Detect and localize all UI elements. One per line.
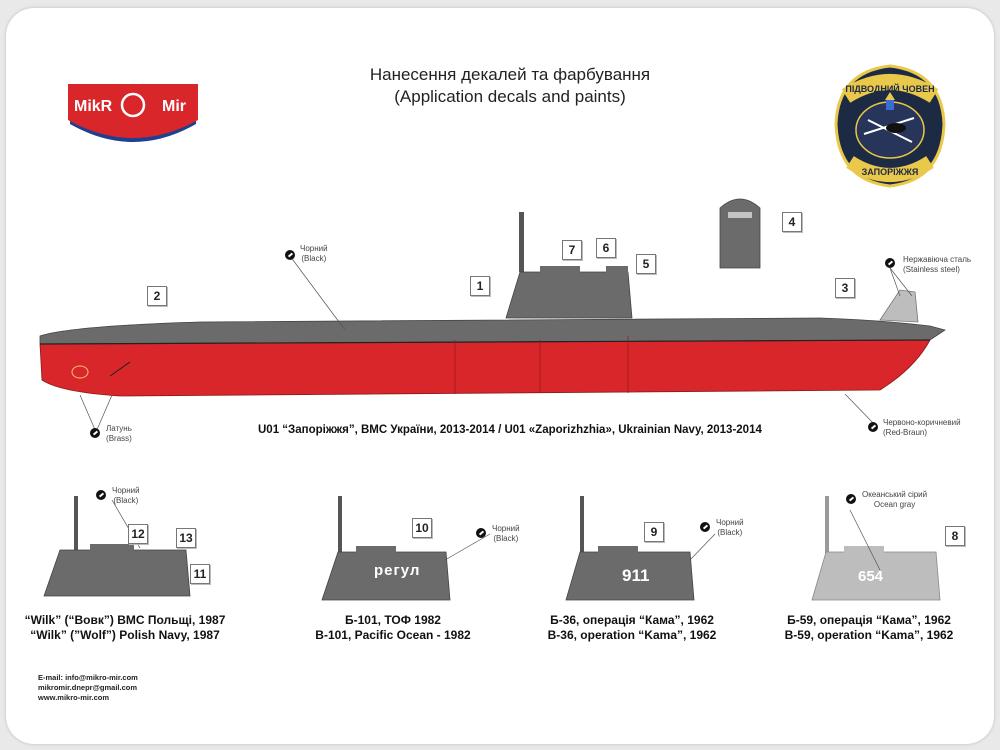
callout-11: 11 <box>190 564 210 584</box>
callout-1: 1 <box>470 276 490 296</box>
variant-caption-wilk: “Wilk” (“Вовк”) ВМС Польщі, 1987“Wilk” (… <box>24 613 226 642</box>
callout-6: 6 <box>596 238 616 258</box>
hull-text-regul: регул <box>374 562 421 579</box>
title-line-en: (Application decals and paints) <box>394 87 626 106</box>
contact-info: E-mail: info@mikro-mir.com mikromir.dnep… <box>38 673 138 703</box>
submarine-patch-emblem: ПІДВОДНИЙ ЧОВЕН ЗАПОРІЖЖЯ <box>830 62 950 190</box>
title-line-ua: Нанесення декалей та фарбування <box>369 65 651 84</box>
page-title: Нанесення декалей та фарбування (Applica… <box>300 64 720 108</box>
main-caption: U01 “Запоріжжя”, ВМС України, 2013-2014 … <box>258 424 762 436</box>
mikromir-logo: MikR Mir <box>66 82 200 146</box>
hull-number-911: 911 <box>622 566 650 585</box>
note-black-v2: Чорний(Black) <box>492 524 520 543</box>
paint-marker-icon <box>90 428 100 438</box>
callout-12: 12 <box>128 524 148 544</box>
note-brass: Латунь(Brass) <box>106 424 132 443</box>
callout-3: 3 <box>835 278 855 298</box>
callout-10: 10 <box>412 518 432 538</box>
contact-website: www.mikro-mir.com <box>38 693 109 702</box>
patch-bottom-text: ЗАПОРІЖЖЯ <box>862 167 919 177</box>
callout-5: 5 <box>636 254 656 274</box>
callout-2: 2 <box>147 286 167 306</box>
paint-marker-icon <box>476 528 486 538</box>
paint-marker-icon <box>96 490 106 500</box>
paint-marker-icon <box>885 258 895 268</box>
note-black-main: Чорний(Black) <box>300 244 328 263</box>
patch-top-text: ПІДВОДНИЙ ЧОВЕН <box>845 83 934 94</box>
paint-marker-icon <box>846 494 856 504</box>
note-stainless: Нержавіюча сталь(Stainless steel) <box>903 255 972 274</box>
paint-marker-icon <box>868 422 878 432</box>
callout-13: 13 <box>176 528 196 548</box>
note-black-v3: Чорний(Black) <box>716 518 744 537</box>
paint-marker-icon <box>285 250 295 260</box>
hull-number-654: 654 <box>858 568 884 585</box>
callout-7: 7 <box>562 240 582 260</box>
note-black-v1: Чорний(Black) <box>112 486 140 505</box>
logo-text-right: Mir <box>162 98 186 115</box>
callout-4: 4 <box>782 212 802 232</box>
logo-text-left: MikR <box>74 98 113 115</box>
paint-marker-icon <box>700 522 710 532</box>
note-red-brown: Червоно-коричневий(Red-Braun) <box>883 418 961 437</box>
callout-9: 9 <box>644 522 664 542</box>
contact-email-2: mikromir.dnepr@gmail.com <box>38 683 138 692</box>
contact-email: E-mail: info@mikro-mir.com <box>38 673 138 682</box>
callout-8: 8 <box>945 526 965 546</box>
